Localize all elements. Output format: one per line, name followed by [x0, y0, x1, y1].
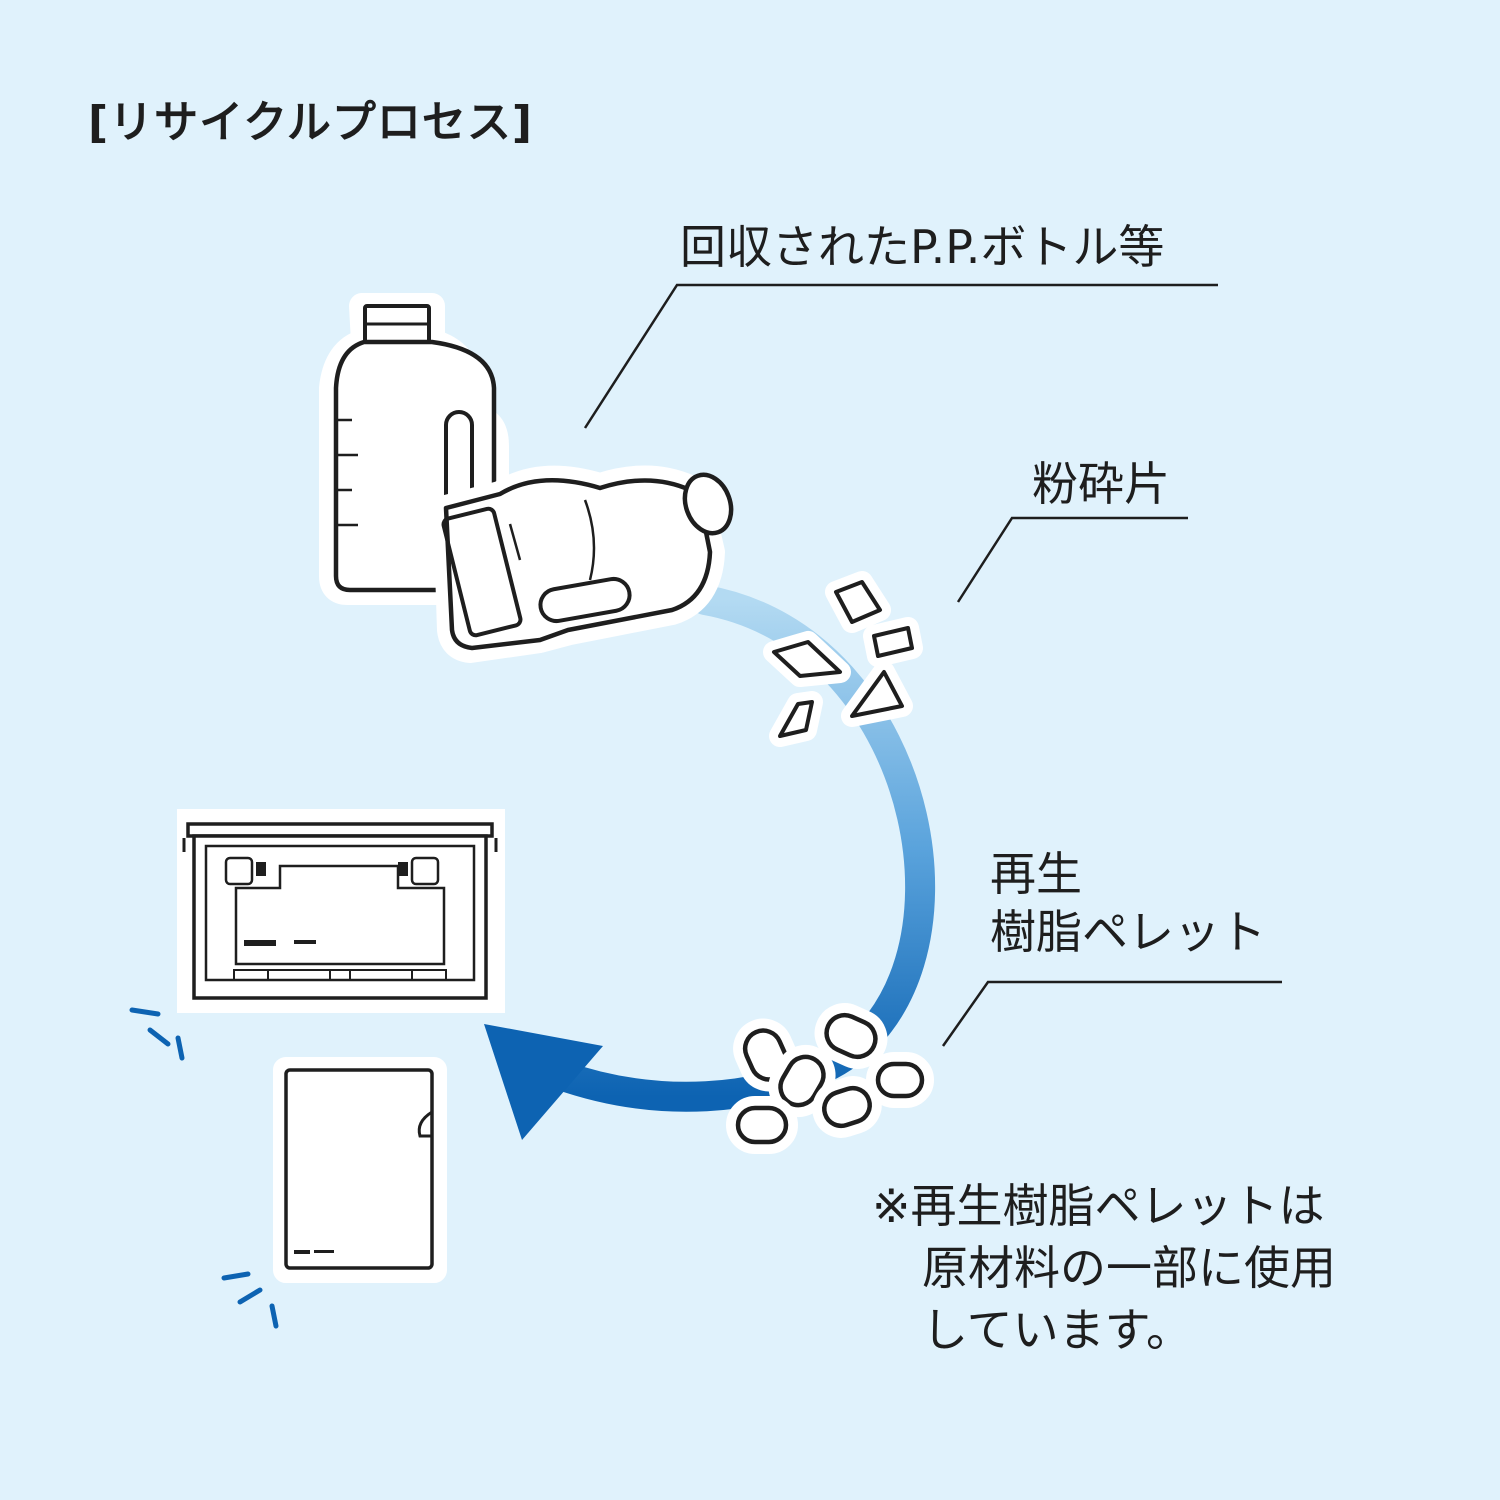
label-pellets-line2: 樹脂ペレット [990, 905, 1266, 959]
fragment-icon [841, 661, 913, 727]
pellet-icon [768, 1044, 836, 1118]
pellet-icon [812, 1076, 882, 1138]
storage-box-icon [177, 809, 505, 1013]
pellet-icon [866, 1052, 934, 1108]
fragments [763, 571, 923, 747]
footnote-line1: ※再生樹脂ペレットは [872, 1179, 1325, 1233]
label-pellets-line1: 再生 [990, 847, 1082, 901]
label-crushed: 粉砕片 [1032, 457, 1170, 511]
fragment-icon [825, 571, 891, 633]
pellet-icon [726, 1096, 798, 1154]
label-bottles: 回収されたP.P.ボトル等 [680, 220, 1165, 274]
label-pellets: 再生 樹脂ペレット [990, 845, 1266, 961]
motion-lines [221, 1271, 279, 1329]
pellets [726, 1003, 934, 1154]
footnote-line3: しています。 [922, 1303, 1193, 1357]
pellet-icon [814, 1003, 888, 1069]
footnote-line2: 原材料の一部に使用 [922, 1241, 1336, 1295]
leader-line-crushed [956, 516, 1188, 603]
footnote: ※再生樹脂ペレットは 原材料の一部に使用 しています。 [872, 1175, 1336, 1361]
motion-lines [129, 1007, 185, 1061]
crushed-bottle-icon [433, 465, 734, 663]
page-title: [リサイクルプロセス] [88, 97, 534, 148]
leader-line-pellets [941, 980, 1282, 1047]
fragment-icon [769, 691, 823, 747]
clear-file-icon [273, 1057, 447, 1283]
fragment-icon [863, 617, 923, 667]
arrow-head-icon [484, 1024, 603, 1140]
fragment-icon [763, 631, 851, 687]
leader-line-bottles [583, 283, 1218, 429]
